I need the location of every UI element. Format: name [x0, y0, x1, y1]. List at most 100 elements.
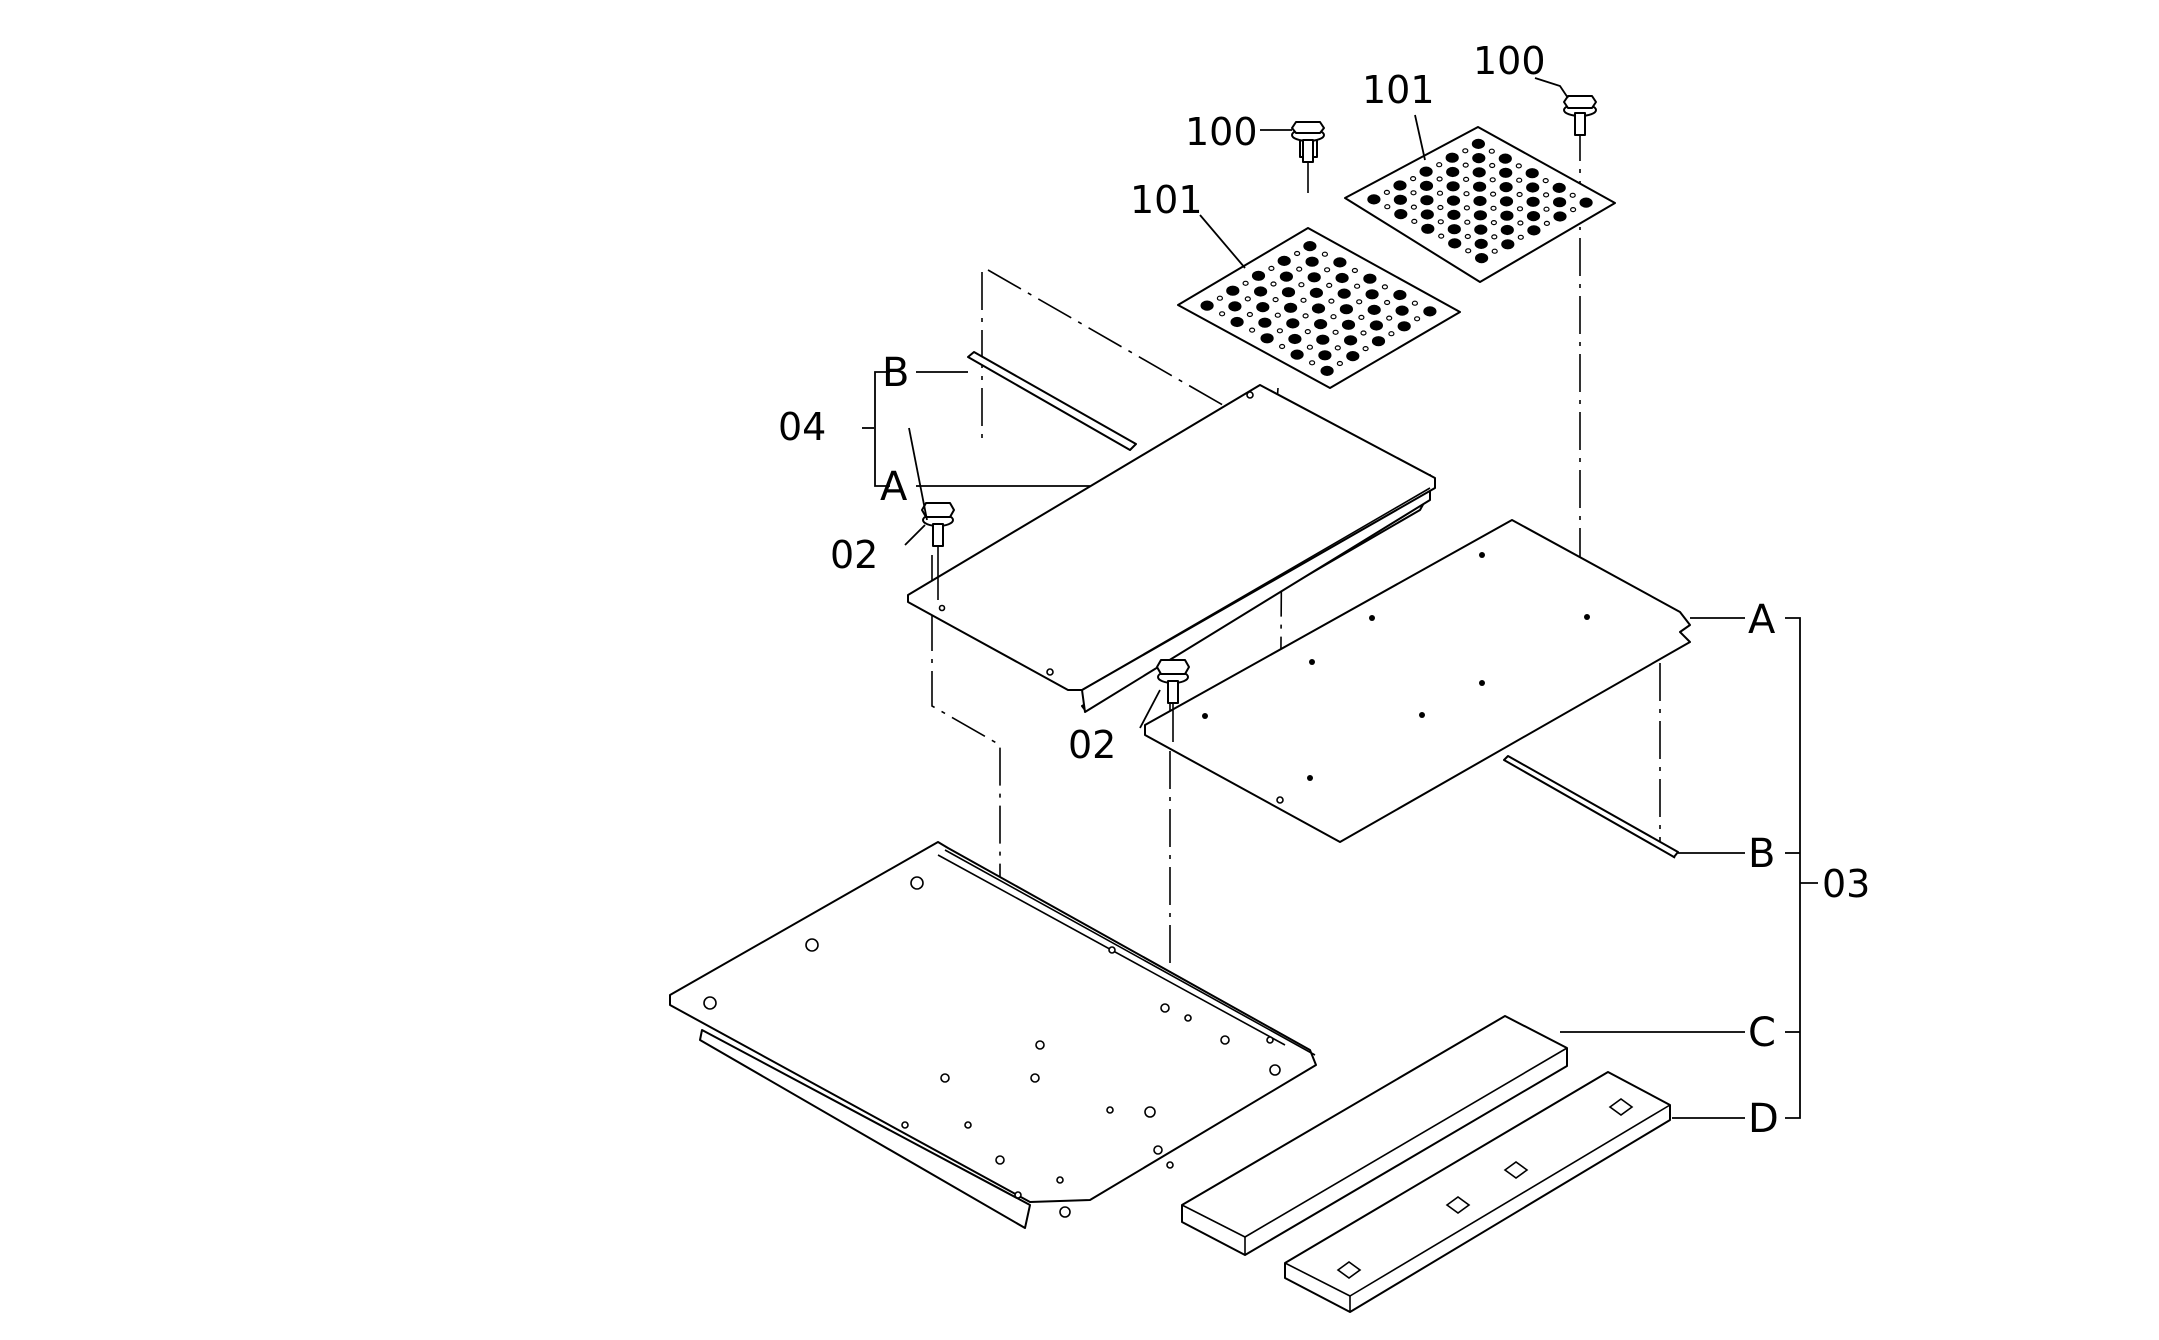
perforation-hole: [1543, 220, 1551, 226]
perforation-hole: [1279, 271, 1294, 282]
perforation-hole: [1463, 191, 1470, 197]
perforation-hole: [1436, 176, 1443, 182]
perforation-hole: [1362, 346, 1369, 352]
perforation-hole: [1326, 282, 1333, 288]
label-02-center: 02: [1068, 723, 1116, 767]
plate-03-a: [1144, 519, 1691, 843]
perforation-hole: [1462, 162, 1469, 168]
perforation-hole: [1334, 345, 1341, 351]
perforation-hole: [1419, 166, 1433, 177]
perforation-hole: [1420, 195, 1434, 206]
screw-100-left: [1291, 121, 1325, 163]
perforation-hole: [1296, 266, 1303, 272]
leader-lines: [862, 77, 1818, 1119]
perforation-hole: [1386, 315, 1393, 321]
strip-04-b: [967, 351, 1137, 451]
perforation-hole: [1464, 233, 1471, 240]
perforation-hole: [1474, 253, 1489, 264]
perforation-hole: [1270, 281, 1277, 287]
perforation-hole: [1474, 224, 1488, 235]
label-101-left: 101: [1130, 178, 1203, 222]
label-04-b: B: [882, 350, 909, 396]
perforation-hole: [1283, 302, 1298, 313]
perforation-hole: [1489, 162, 1496, 169]
label-03-c: C: [1748, 1010, 1776, 1056]
bar-03-d: [1284, 1071, 1671, 1313]
perforation-hole: [1516, 177, 1523, 183]
perforation-hole: [1437, 204, 1444, 211]
perforation-hole: [1256, 302, 1270, 313]
perforation-hole: [1302, 313, 1309, 319]
perforation-hole: [1339, 304, 1354, 315]
perforation-hole: [1527, 225, 1541, 236]
perforation-hole: [1286, 318, 1300, 329]
perforation-hole: [1446, 195, 1461, 206]
perforation-hole: [1320, 365, 1334, 376]
perforation-hole: [1336, 360, 1344, 367]
perforation-hole: [1321, 251, 1329, 257]
perforation-hole: [1419, 180, 1434, 191]
label-101-right: 101: [1362, 68, 1435, 112]
perforation-hole: [1230, 316, 1244, 328]
perforation-hole: [1410, 190, 1417, 196]
perforation-hole: [1516, 206, 1524, 212]
perforation-hole: [1388, 331, 1395, 337]
perforation-hole: [1308, 360, 1316, 366]
perforation-hole: [1316, 334, 1330, 345]
perforation-hole: [1491, 248, 1498, 254]
perforation-hole: [1303, 241, 1317, 252]
label-03: 03: [1822, 862, 1870, 906]
perforation-hole: [1445, 152, 1459, 163]
perforation-hole: [1365, 289, 1379, 300]
label-04-a: A: [880, 464, 908, 510]
callout-labels: 100 100 101 101 04 B A 02 02 A B C D 03: [778, 39, 1870, 1142]
perforation-hole: [1500, 224, 1514, 236]
perforation-hole: [1490, 220, 1498, 226]
perforation-hole: [1473, 195, 1487, 207]
perforation-hole: [1311, 303, 1326, 314]
label-04: 04: [778, 405, 826, 449]
perforation-hole: [1437, 219, 1444, 225]
label-100-right: 100: [1473, 39, 1546, 83]
perforation-hole: [1244, 296, 1251, 302]
perforation-hole: [1318, 350, 1332, 361]
perforation-hole: [1242, 280, 1249, 286]
perforation-hole: [1281, 287, 1296, 298]
perforation-hole: [1499, 196, 1514, 207]
strip-03-b: [1503, 755, 1679, 858]
perforation-hole: [1258, 317, 1272, 328]
perforation-hole: [1251, 270, 1266, 281]
perforation-hole: [1498, 153, 1512, 164]
perforation-hole: [1472, 181, 1487, 192]
perforation-hole: [1579, 197, 1593, 208]
perforation-hole: [1423, 306, 1437, 317]
perforation-hole: [1333, 257, 1347, 268]
perforation-hole: [1356, 299, 1363, 305]
perforation-hole: [1516, 191, 1523, 198]
perforation-hole: [1501, 239, 1515, 250]
perforation-hole: [1472, 167, 1486, 178]
perforation-hole: [1525, 168, 1539, 179]
perforation-hole: [1526, 211, 1541, 222]
perforation-hole: [1253, 286, 1268, 297]
perforation-hole: [1228, 301, 1242, 312]
perforation-hole: [1384, 204, 1391, 210]
perforation-hole: [1276, 328, 1284, 334]
perforation-hole: [1409, 176, 1417, 182]
perforation-hole: [1337, 288, 1351, 299]
perforation-hole: [1499, 167, 1513, 178]
perforation-hole: [1465, 248, 1472, 254]
perforation-hole: [1488, 148, 1495, 154]
perforation-hole: [1421, 223, 1435, 234]
perforation-hole: [1490, 205, 1497, 211]
perforation-hole: [1393, 289, 1407, 301]
perforation-hole: [1346, 351, 1360, 362]
perforation-hole: [1290, 349, 1304, 360]
perforation-hole: [1278, 343, 1286, 350]
label-03-d: D: [1748, 1096, 1779, 1142]
perforation-hole: [1248, 327, 1256, 333]
bolt-02-center: [1156, 659, 1190, 742]
perforation-hole: [1323, 267, 1331, 273]
perforation-hole: [1500, 210, 1514, 221]
